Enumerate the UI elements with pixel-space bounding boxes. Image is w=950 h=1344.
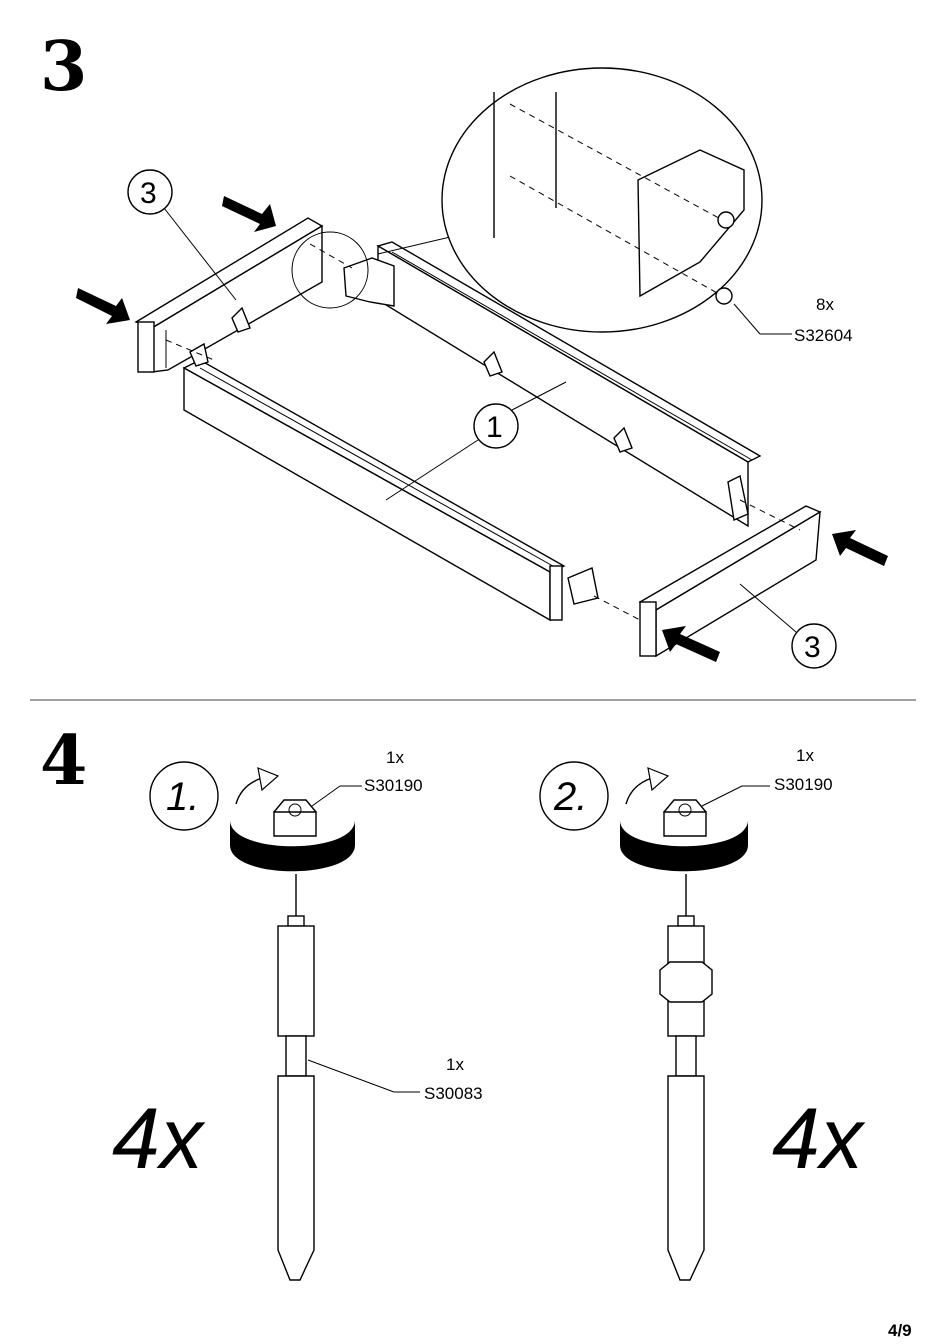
screw-quantity: 8x — [816, 295, 834, 314]
right-end-panel — [638, 505, 822, 658]
hanger-bolt-1 — [277, 915, 315, 1281]
multiplier-2: 4x — [772, 1091, 866, 1187]
substep-1-index: 1. — [166, 775, 199, 819]
push-arrows — [76, 196, 888, 662]
rotation-arrow-1 — [230, 820, 355, 872]
nut-code-1: S30190 — [364, 776, 423, 795]
substep-2: 2. 1x S30190 4x — [539, 746, 866, 1281]
bolt-quantity-1: 1x — [446, 1055, 464, 1074]
part-label-3-left: 3 — [140, 177, 157, 210]
step-3-number: 3 — [40, 27, 87, 107]
substep-2-index: 2. — [553, 775, 587, 819]
nut-quantity-2: 1x — [796, 746, 814, 765]
back-long-panel — [376, 241, 762, 528]
left-end-panel — [134, 217, 324, 373]
bolt-code-1: S30083 — [424, 1084, 483, 1103]
part-label-3-right: 3 — [804, 631, 821, 664]
part-callouts: 3 1 3 — [127, 169, 837, 669]
screw-code: S32604 — [794, 326, 853, 345]
page-number: 4/9 — [888, 1321, 912, 1340]
substep-1: 1. 1x S30190 1x S30083 4x — [112, 748, 483, 1281]
rotation-arrow-2 — [620, 820, 748, 872]
dashed-assembly-lines — [165, 243, 801, 621]
step-4-number: 4 — [40, 721, 87, 801]
nut-quantity-1: 1x — [386, 748, 404, 767]
part-label-1: 1 — [486, 411, 503, 444]
detail-magnifier — [291, 67, 763, 333]
nut-code-2: S30190 — [774, 775, 833, 794]
hanger-bolt-2 — [659, 915, 713, 1281]
multiplier-1: 4x — [112, 1091, 206, 1187]
front-long-panel — [182, 359, 566, 622]
angle-brackets — [189, 257, 749, 605]
